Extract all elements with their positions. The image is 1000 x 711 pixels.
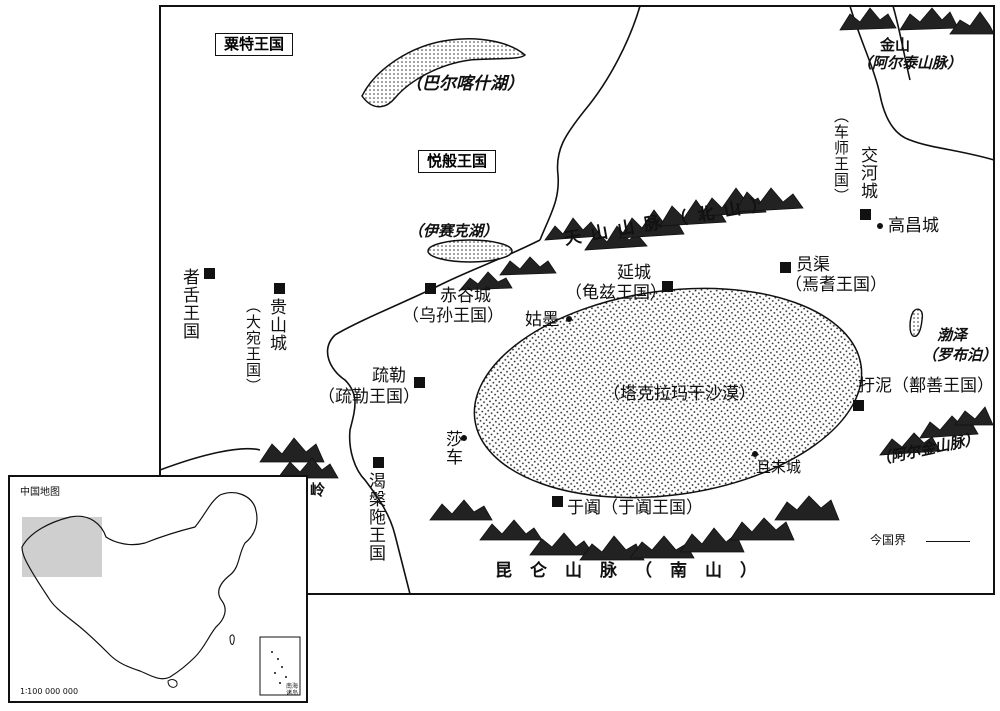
kunlun-label: 昆仑山脉（南山） xyxy=(495,561,775,581)
kunlun-range xyxy=(429,495,840,561)
issyk-kul-label: （伊赛克湖） xyxy=(408,222,499,240)
wusun-label: （乌孙王国） xyxy=(402,306,504,326)
border-lines xyxy=(159,5,995,595)
highlight-region xyxy=(22,517,102,577)
china-outline xyxy=(21,492,258,680)
inset-title: 中国地图 xyxy=(20,487,60,498)
issyk-kul-lake xyxy=(427,239,513,263)
gaochang-label: 高昌城 xyxy=(888,216,939,236)
yutian-marker xyxy=(552,496,563,507)
qiemo-label: 且末城 xyxy=(756,458,802,476)
lop-nur-label-2: （罗布泊） xyxy=(922,346,998,364)
jiaohe-label: 交河城 xyxy=(857,146,877,200)
legend-border-label: 今国界 xyxy=(870,533,907,547)
chigu-marker xyxy=(425,283,436,294)
guishan-label: 贵山城 xyxy=(266,298,286,352)
map-frame xyxy=(159,5,995,595)
yutian-label: 于阗（于阗王国） xyxy=(567,498,703,518)
kepantuo-marker xyxy=(373,457,384,468)
altai-range xyxy=(839,7,995,35)
qiuci-label: （龟兹王国） xyxy=(565,283,667,303)
inset-nanhai-label: 南海诸岛 xyxy=(286,683,299,697)
jinshan-label-1: 金山 xyxy=(880,36,911,54)
inset-scale: 1∶100 000 000 xyxy=(20,687,79,696)
dayuan-label: （大宛王国） xyxy=(244,298,262,394)
china-inset-map: 中国地图 1∶100 000 000 南海诸岛 xyxy=(8,475,308,703)
taiwan-island xyxy=(229,634,235,645)
kepantuo-label: 渴槃陁王国 xyxy=(365,472,385,562)
gaochang-marker xyxy=(877,223,883,229)
yueban-label: 悦般王国 xyxy=(418,150,497,173)
shule-marker xyxy=(414,377,425,388)
sogdiana-label: 粟特王国 xyxy=(215,33,294,56)
suoche-label: 莎车 xyxy=(442,430,462,466)
congling-range xyxy=(259,437,339,479)
guishan-marker xyxy=(274,283,285,294)
jinshan-label-2: （阿尔泰山脉） xyxy=(857,54,963,72)
shule-city-label: 疏勒 xyxy=(372,366,406,386)
balkhash-lake xyxy=(361,38,527,108)
jiaohe-marker xyxy=(860,209,871,220)
gumo-label: 姑墨 xyxy=(525,310,559,330)
yancheng-label: 延城 xyxy=(617,263,651,283)
zheshe-marker xyxy=(204,268,215,279)
south-sea-box xyxy=(259,636,301,696)
yancheng-marker xyxy=(662,281,673,292)
congling-label: 岭 xyxy=(310,481,326,499)
yuanqu-label: 员渠 xyxy=(796,255,830,275)
zheshe-label: 者舌王国 xyxy=(179,268,199,340)
yanqi-label: （焉耆王国） xyxy=(785,275,887,295)
lop-nur-lake xyxy=(909,308,924,337)
qiemo-marker xyxy=(752,451,758,457)
yuanqu-marker xyxy=(780,262,791,273)
altun-range xyxy=(879,406,994,456)
cheshi-label: （车师王国） xyxy=(832,108,850,204)
balkhash-label: （巴尔喀什湖） xyxy=(405,74,524,94)
yuni-label: 扜泥（鄯善王国） xyxy=(858,376,994,396)
legend-border-line xyxy=(926,541,970,542)
taklamakan-desert xyxy=(473,287,863,499)
shule-kingdom-label: （疏勒王国） xyxy=(318,387,420,407)
china-outline-drawing xyxy=(21,492,301,696)
hainan-island xyxy=(167,679,178,688)
gumo-marker xyxy=(566,316,572,322)
lop-nur-label-1: 渤泽 xyxy=(937,326,968,344)
suoche-marker xyxy=(461,435,467,441)
yuni-marker xyxy=(853,400,864,411)
tianshan-range xyxy=(459,187,804,291)
chigu-label: 赤谷城 xyxy=(440,286,491,306)
taklamakan-label: （塔克拉玛干沙漠） xyxy=(603,384,756,404)
